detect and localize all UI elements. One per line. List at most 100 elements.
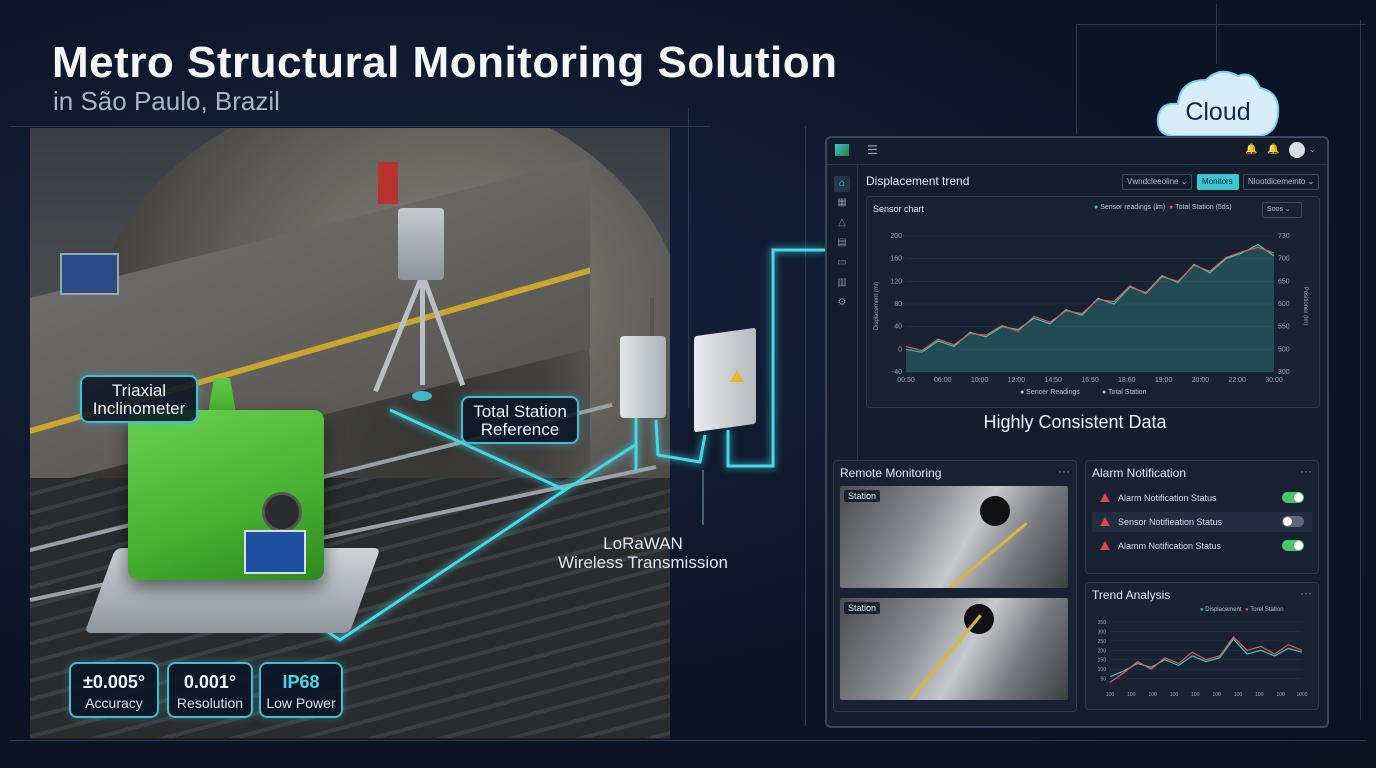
- x-tick-label: 1000: [1296, 692, 1307, 698]
- displacement-title: Displacement trend: [866, 174, 970, 188]
- x-tick-label: 100: [1255, 692, 1264, 698]
- alarm-toggle[interactable]: [1282, 540, 1304, 551]
- y-tick-label: 200: [1098, 648, 1107, 654]
- trend-legend-1: Displacement: [1205, 607, 1242, 613]
- alert-bell-icon[interactable]: 🔔: [1267, 144, 1280, 155]
- series-line: [905, 246, 1275, 352]
- select-value: Soos: [1267, 206, 1283, 213]
- bottom-legend-sensor: ● Sencer Readings: [1020, 389, 1080, 396]
- x-tick-label: 18:60: [1118, 377, 1136, 384]
- folder-icon[interactable]: ▭: [837, 257, 847, 268]
- more-icon[interactable]: ···: [1058, 464, 1070, 478]
- chart-icon[interactable]: ▥: [837, 277, 847, 288]
- x-tick-label: 100: [1127, 692, 1136, 698]
- chart-filter-select[interactable]: Soos ⌄: [1262, 202, 1302, 218]
- more-icon[interactable]: ···: [1300, 464, 1312, 478]
- x-tick-label: 22:00: [1228, 377, 1246, 384]
- divider-line: [10, 126, 710, 127]
- x-tick-label: 100: [1106, 692, 1115, 698]
- lorawan-gateway-device: [620, 336, 666, 418]
- y-tick-label: 300: [1098, 629, 1107, 635]
- sensor-chart-legend: ● Sensor readings (lm) ● Total Station (…: [1094, 204, 1232, 211]
- more-icon[interactable]: ···: [1300, 586, 1312, 600]
- x-tick-label: 16:50: [1081, 377, 1099, 384]
- measurements-select[interactable]: Nlootdicemeinto ⌄: [1243, 174, 1319, 190]
- divider-line: [1216, 4, 1217, 64]
- alarm-toggle[interactable]: [1282, 492, 1304, 503]
- spec-value: ±0.005°: [82, 672, 146, 692]
- series-line: [1109, 636, 1303, 683]
- select-value: Vwndcleeoline: [1127, 177, 1179, 186]
- gateway-antenna: [650, 298, 654, 340]
- x-tick-label: 10:00: [971, 377, 989, 384]
- x-tick-label: 30:00: [1265, 377, 1283, 384]
- camera-label: Station: [844, 602, 881, 614]
- series-line: [1109, 638, 1303, 678]
- camera-feed-2[interactable]: Station: [840, 598, 1068, 700]
- divider-line: [1076, 24, 1077, 134]
- gear-icon[interactable]: ⚙: [837, 297, 847, 308]
- chevron-down-icon[interactable]: ⌄: [1309, 145, 1316, 154]
- y-tick-label: 40: [894, 324, 902, 331]
- grid-icon[interactable]: ▦: [837, 197, 847, 208]
- y-tick-label: 200: [890, 233, 902, 240]
- cloud-label: Cloud: [1185, 98, 1251, 126]
- y-tick-label: 50: [1100, 677, 1106, 683]
- monitors-button[interactable]: Monitors: [1197, 174, 1239, 190]
- y-tick-label: 250: [1098, 639, 1107, 645]
- y2-tick-label: 700: [1278, 256, 1290, 263]
- bell-outline-icon[interactable]: △: [838, 217, 846, 228]
- x-tick-label: 14:50: [1044, 377, 1062, 384]
- y-tick-label: 120: [890, 278, 902, 285]
- legend-dot: ●: [1245, 607, 1249, 613]
- spec-label: Resolution: [176, 695, 244, 711]
- calendar-icon[interactable]: ▤: [837, 237, 847, 248]
- cloud-icon: [1156, 70, 1280, 137]
- divider-line: [1076, 24, 1366, 25]
- x-tick-label: 20:00: [1192, 377, 1210, 384]
- alarm-row-3: Alamm Notification Status: [1092, 536, 1312, 556]
- alert-icon: [1100, 517, 1110, 526]
- x-tick-label: 100: [1191, 692, 1200, 698]
- callout-line-1: Triaxial: [111, 381, 167, 400]
- x-tick-label: 100: [1148, 692, 1157, 698]
- bell-icon[interactable]: 🔔: [1245, 144, 1258, 155]
- y-tick-label: 100: [1098, 667, 1107, 673]
- avatar[interactable]: [1289, 142, 1305, 158]
- alarm-row-2: Sensor Notifieation Status: [1092, 512, 1312, 532]
- station-marker: [412, 391, 432, 401]
- dashboard-topbar: ☰ 🔔 🔔 ⌄: [827, 138, 1327, 165]
- alarm-text: Alarm Notification Status: [1118, 493, 1217, 503]
- triaxial-callout: Triaxial Inclinometer: [80, 375, 198, 423]
- period-select[interactable]: Vwndcleeoline ⌄: [1122, 174, 1192, 190]
- dashboard-sidebar: ⌂ ▦ △ ▤ ▭ ▥ ⚙: [827, 164, 858, 464]
- y2-axis-label: Positioner (lm): [1302, 287, 1308, 326]
- callout-line-2: Reference: [480, 420, 560, 439]
- alarm-toggle[interactable]: [1282, 516, 1304, 527]
- y-tick-label: 160: [890, 256, 902, 263]
- trend-legend: ● Displacement ● Torel Station: [1200, 607, 1284, 613]
- trend-title: Trend Analysis: [1092, 588, 1171, 602]
- platform-line: [949, 522, 1028, 588]
- warning-icon: [730, 370, 744, 382]
- y-axis-label: Displacement (mi): [874, 282, 880, 330]
- x-tick-label: 100: [1234, 692, 1243, 698]
- y2-tick-label: 650: [1278, 278, 1290, 285]
- sensor-connector: [262, 492, 302, 532]
- x-tick-label: 12:00: [1008, 377, 1026, 384]
- camera-feed-1[interactable]: Station: [840, 486, 1068, 588]
- bottom-legend-station: ● Total Station: [1102, 389, 1147, 396]
- alarm-text: Alamm Notification Status: [1118, 541, 1222, 551]
- trend-panel: [1085, 582, 1319, 710]
- wall-sign: [60, 253, 119, 295]
- remote-monitoring-title: Remote Monitoring: [840, 466, 942, 480]
- x-tick-label: 00:50: [897, 377, 915, 384]
- camera-label: Station: [844, 490, 881, 502]
- spec-value: IP68: [282, 672, 320, 692]
- home-icon[interactable]: ⌂: [834, 176, 850, 192]
- hamburger-icon[interactable]: ☰: [867, 143, 878, 157]
- y-tick-label: 350: [1098, 620, 1107, 626]
- tripod-leg: [420, 280, 425, 385]
- y2-tick-label: 300: [1278, 369, 1290, 376]
